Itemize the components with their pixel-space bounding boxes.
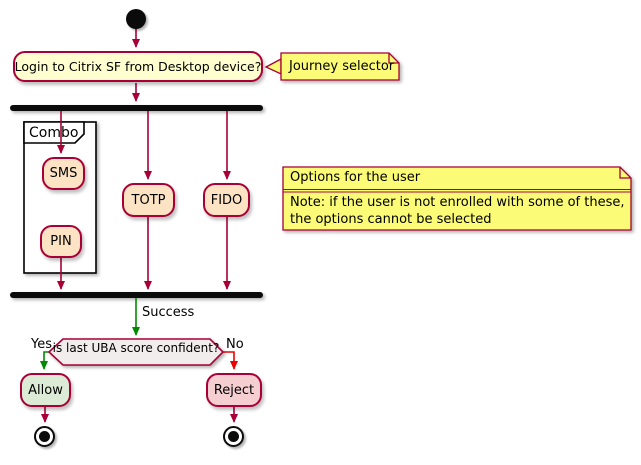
note-options-body: Note: if the user is not enrolled with s… — [290, 195, 625, 227]
note-journey-pointer — [264, 57, 282, 76]
activity-fido-label: FIDO — [210, 192, 243, 208]
activity-reject-label: Reject — [213, 382, 255, 398]
edge-decision-yes-to-allow — [40, 351, 49, 370]
end-node-allow — [34, 426, 55, 447]
edge-label-yes: Yes — [31, 337, 52, 352]
note-journey-fold — [388, 53, 399, 64]
decision-label: is last UBA score confident? — [52, 341, 220, 355]
activity-pin: PIN — [40, 225, 82, 258]
activity-sms-label: SMS — [49, 166, 78, 181]
activity-fido: FIDO — [203, 183, 250, 217]
activity-reject: Reject — [206, 373, 262, 407]
activity-login-label: Login to Citrix SF from Desktop device? — [14, 59, 262, 74]
join-bar — [10, 292, 263, 298]
activity-sms: SMS — [42, 157, 85, 190]
partition-combo-tab — [23, 121, 85, 144]
note-options-title: Options for the user — [290, 170, 421, 185]
note-journey-text: Journey selector — [289, 59, 395, 74]
note-options-shape — [282, 166, 632, 231]
decision-shape — [47, 338, 225, 366]
partition-combo-title: Combo — [29, 125, 79, 141]
activity-allow-label: Allow — [28, 382, 63, 398]
edge-label-no: No — [226, 337, 244, 352]
start-node — [126, 9, 146, 29]
note-journey-shape — [280, 52, 400, 81]
edge-label-success: Success — [142, 305, 195, 320]
activity-totp: TOTP — [122, 183, 175, 217]
edge-decision-no-to-reject — [223, 351, 238, 370]
activity-allow: Allow — [20, 373, 71, 407]
activity-login: Login to Citrix SF from Desktop device? — [13, 51, 263, 82]
note-options-fold — [619, 167, 631, 179]
end-node-allow-dot — [39, 431, 50, 442]
activity-totp-label: TOTP — [131, 192, 166, 208]
end-node-reject — [223, 426, 244, 447]
fork-bar — [10, 105, 263, 111]
activity-pin-label: PIN — [50, 234, 72, 249]
end-node-reject-dot — [228, 431, 239, 442]
